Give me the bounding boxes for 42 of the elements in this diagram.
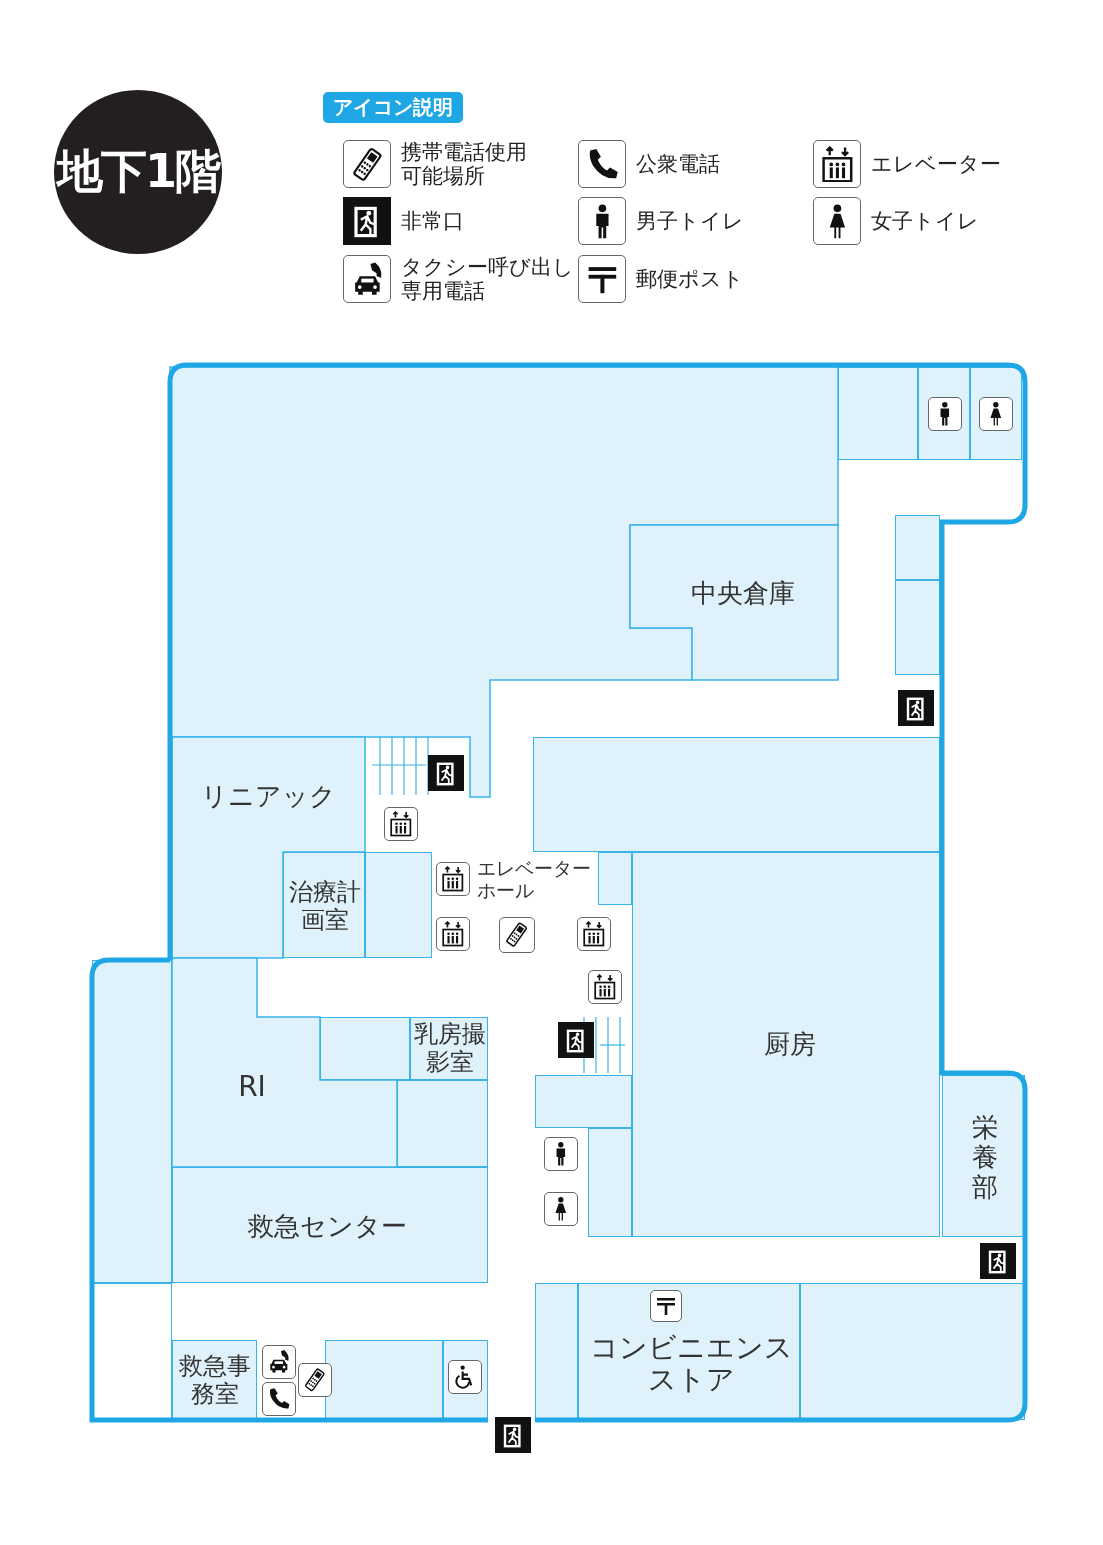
room bbox=[535, 1075, 632, 1128]
room bbox=[320, 1017, 410, 1080]
room bbox=[632, 852, 940, 1237]
room bbox=[172, 1167, 488, 1283]
room-label: コンビニエンスストア bbox=[588, 1331, 794, 1397]
room bbox=[838, 367, 918, 460]
legend-text: 男子トイレ bbox=[636, 208, 745, 234]
room-label: 厨房 bbox=[764, 1030, 816, 1060]
legend-text: 非常口 bbox=[401, 208, 465, 234]
legend-text: エレベーター bbox=[871, 151, 1002, 177]
room bbox=[283, 852, 365, 958]
room bbox=[578, 1283, 800, 1420]
room bbox=[92, 960, 172, 1283]
room bbox=[365, 852, 432, 958]
room bbox=[533, 737, 940, 852]
legend-heading: アイコン説明 bbox=[323, 92, 463, 123]
room bbox=[535, 1283, 578, 1420]
room bbox=[942, 1075, 1025, 1237]
room bbox=[895, 580, 940, 675]
room bbox=[325, 1340, 443, 1420]
legend-text: 郵便ポスト bbox=[636, 266, 745, 292]
room bbox=[895, 515, 940, 580]
room-label: 栄養部 bbox=[972, 1113, 998, 1203]
floor-title: 地下1階 bbox=[57, 143, 219, 200]
room-label: 救急センター bbox=[247, 1212, 407, 1242]
room-label: リニアック bbox=[200, 782, 336, 812]
room-label: 中央倉庫 bbox=[691, 579, 795, 609]
room-label: 救急事務室 bbox=[179, 1353, 251, 1409]
legend-text: 女子トイレ bbox=[871, 208, 980, 234]
room-label: RI bbox=[238, 1070, 266, 1104]
room bbox=[172, 1340, 257, 1420]
room bbox=[598, 852, 632, 905]
room bbox=[800, 1283, 1025, 1420]
legend-text: 公衆電話 bbox=[636, 151, 721, 177]
room bbox=[588, 1128, 632, 1237]
room bbox=[397, 1080, 488, 1167]
room bbox=[92, 1283, 172, 1420]
legend-text: 携帯電話使用可能場所 bbox=[401, 140, 527, 189]
room-label: 治療計画室 bbox=[289, 879, 361, 935]
room-label: 乳房撮影室 bbox=[414, 1021, 486, 1077]
legend-text: タクシー呼び出し専用電話 bbox=[401, 255, 575, 304]
area-label: エレベーターホール bbox=[477, 858, 592, 902]
